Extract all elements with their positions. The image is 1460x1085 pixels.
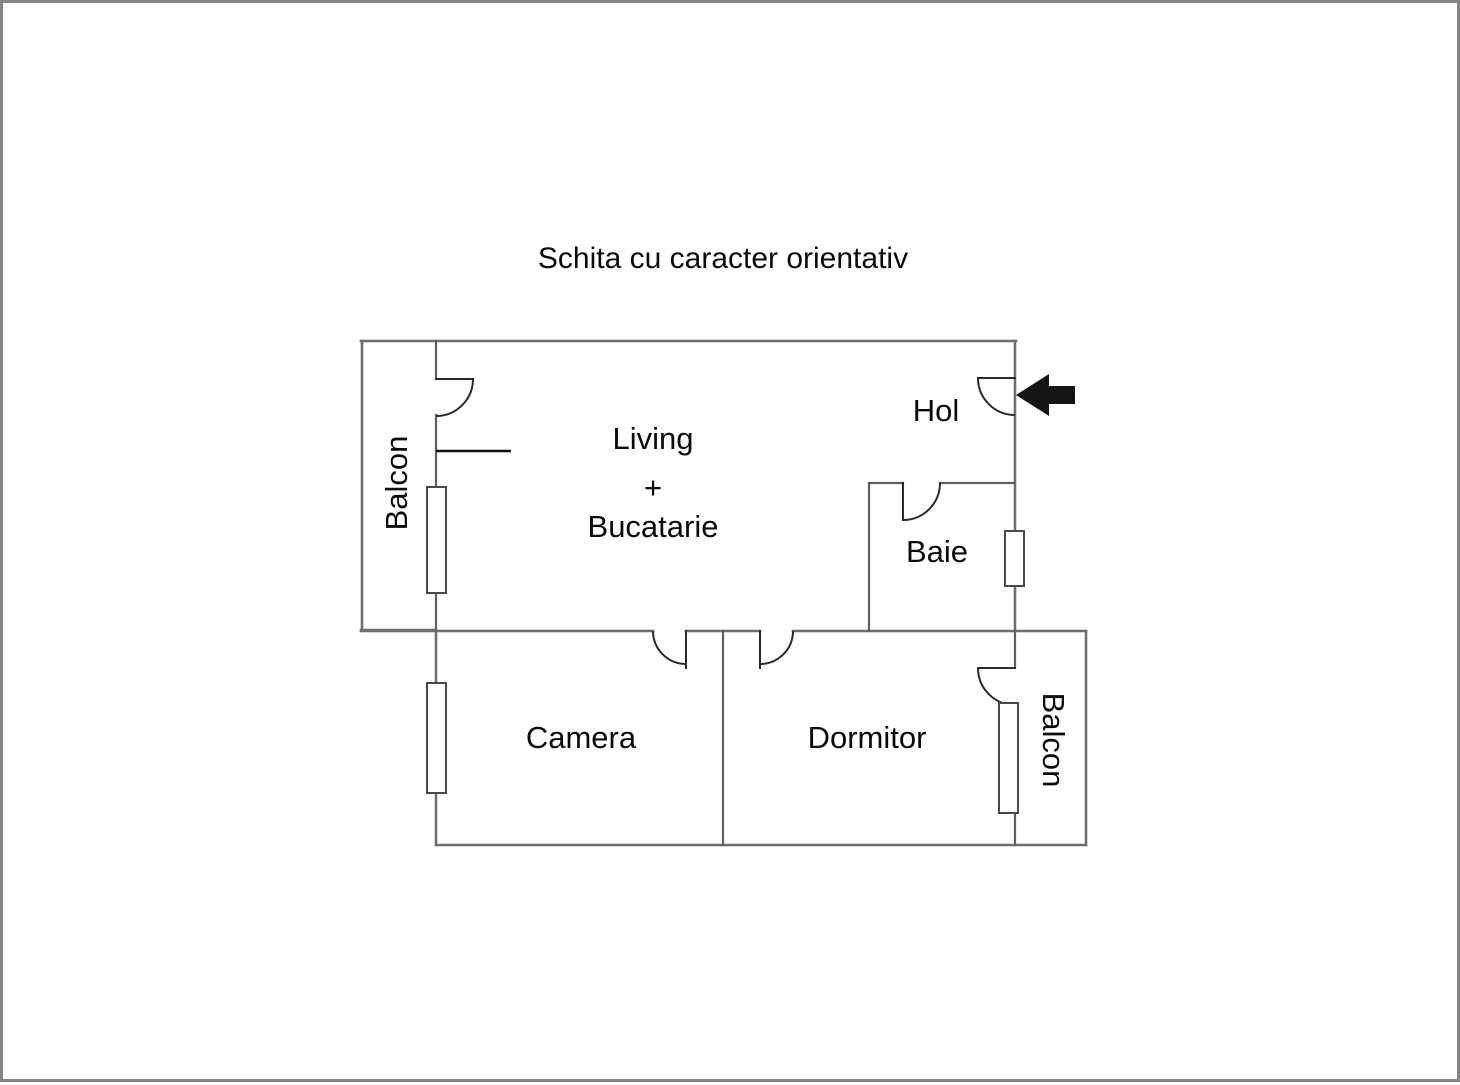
window-balcony-left xyxy=(426,486,447,594)
window-baie xyxy=(1004,530,1025,587)
window-camera xyxy=(426,682,447,794)
door-entrance-arc xyxy=(977,377,1016,416)
door-balcony-right xyxy=(977,667,1016,706)
page-title: Schita cu caracter orientativ xyxy=(538,242,908,275)
floor-plan-drawing: Schita cu caracter orientativ xyxy=(359,242,1088,847)
entrance-arrow-icon xyxy=(1016,374,1075,416)
door-entrance xyxy=(977,377,1016,416)
baie-walls xyxy=(867,481,1017,633)
door-dormitor-arc xyxy=(759,630,794,665)
room-label-balcon-right: Balcon xyxy=(1036,693,1071,788)
door-balcony-right-arc xyxy=(977,667,1016,706)
room-label-camera: Camera xyxy=(526,720,637,755)
room-label-balcon-left: Balcon xyxy=(379,436,414,531)
door-camera xyxy=(652,630,687,669)
door-baie xyxy=(902,482,941,521)
door-balcony-left-arc xyxy=(435,378,474,417)
room-label-hol: Hol xyxy=(913,393,960,428)
window-balcony-right xyxy=(998,702,1019,814)
room-label-baie: Baie xyxy=(906,534,968,569)
door-balcony-left xyxy=(435,378,474,417)
room-label-bucatarie: Bucatarie xyxy=(588,509,719,544)
upper-block-walls xyxy=(359,339,1088,633)
room-label-living: Living xyxy=(613,421,694,456)
door-camera-arc xyxy=(652,630,687,665)
room-label-dormitor: Dormitor xyxy=(808,720,927,755)
door-baie-arc xyxy=(902,482,941,521)
door-dormitor xyxy=(759,630,794,669)
room-label-plus: + xyxy=(644,470,662,505)
